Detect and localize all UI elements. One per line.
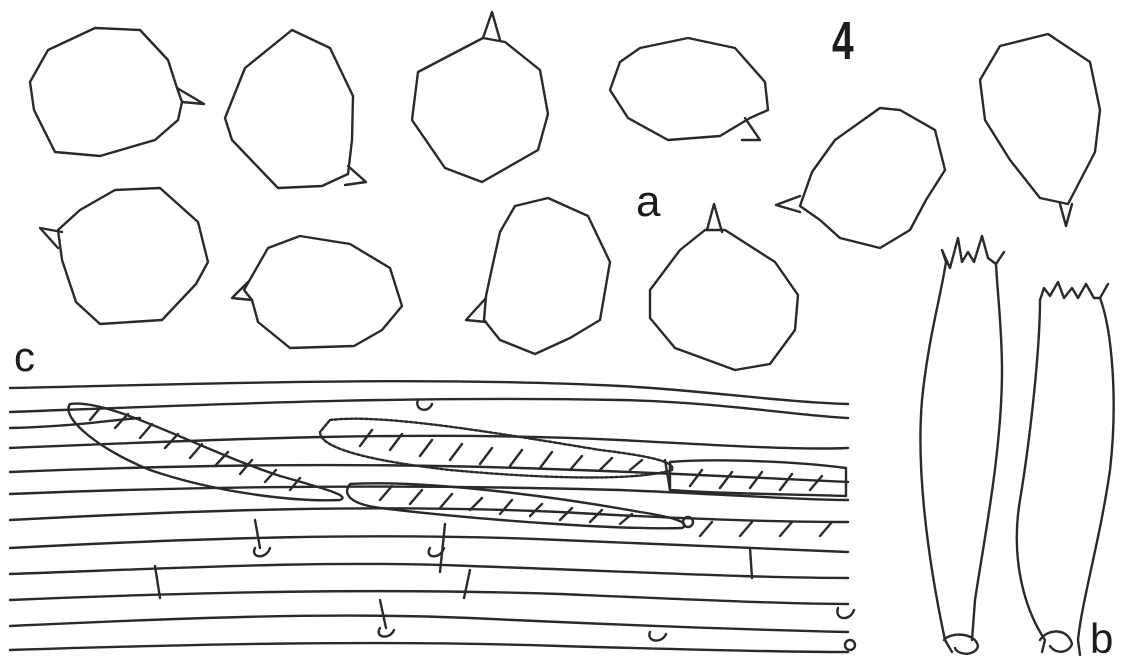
spore [648, 202, 800, 372]
panel-c-label: c [14, 333, 35, 380]
panel-b-label: b [1090, 615, 1114, 659]
spore [28, 26, 206, 158]
panel-a-spores [28, 10, 1102, 372]
spore [230, 234, 404, 350]
figure-number: 4 [832, 11, 854, 71]
spore [410, 10, 550, 184]
spore [223, 28, 368, 190]
basidium [919, 234, 1006, 655]
panel-b-basidia [919, 234, 1115, 657]
spore [774, 106, 947, 250]
basidium [1015, 280, 1115, 657]
spore [464, 196, 612, 356]
spore [978, 32, 1102, 228]
panel-c-hyphae [8, 379, 857, 654]
panel-a-label: a [636, 177, 661, 226]
spore [38, 186, 210, 326]
spore [608, 36, 770, 142]
